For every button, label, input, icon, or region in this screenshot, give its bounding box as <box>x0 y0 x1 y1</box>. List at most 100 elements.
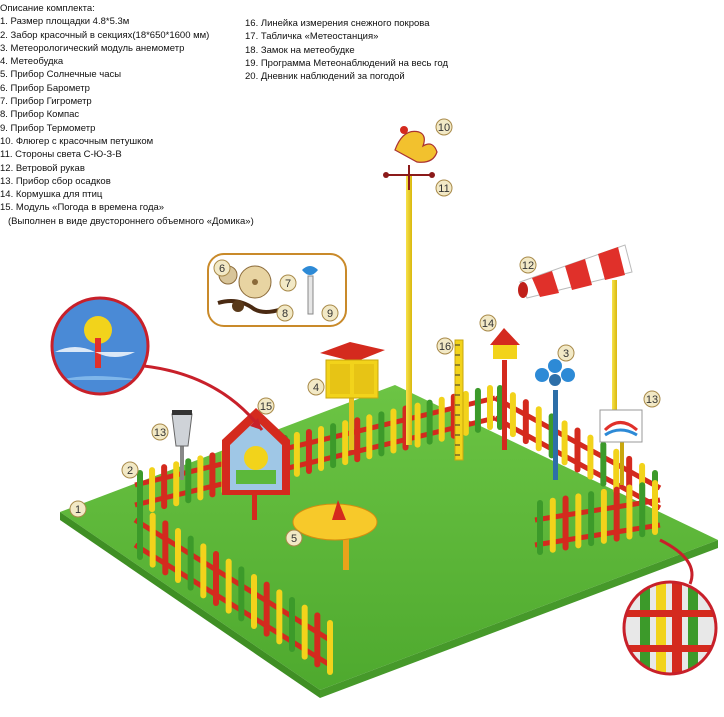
callout-number: 9 <box>327 308 333 320</box>
legend-item-note: (Выполнен в виде двустороннего объемного… <box>8 215 254 227</box>
fence-picket <box>173 461 180 507</box>
fence-picket <box>562 495 569 551</box>
callout-number: 3 <box>563 348 569 360</box>
fence-picket <box>626 484 633 540</box>
fence-picket <box>162 520 169 576</box>
callout-number: 7 <box>285 278 291 290</box>
legend-right: 16. Линейка измерения снежного покрова 1… <box>245 17 448 83</box>
fence-picket <box>289 597 295 652</box>
legend-item: 11. Стороны света С-Ю-З-В <box>0 149 122 161</box>
fence-picket <box>197 455 204 501</box>
fence-picket <box>314 612 321 668</box>
callout-number: 5 <box>291 533 297 545</box>
fence-picket <box>137 505 143 560</box>
legend-item: 17. Табличка «Метеостанция» <box>245 31 379 43</box>
fence-picket <box>574 427 581 473</box>
callout-badge <box>276 304 294 322</box>
callout-number: 1 <box>75 504 81 516</box>
callout-badge <box>279 274 297 292</box>
sundial <box>292 500 378 570</box>
meteo-booth <box>320 342 385 450</box>
fence-picket <box>390 408 397 454</box>
fence-picket <box>185 458 192 504</box>
callout-number: 15 <box>260 401 272 413</box>
fence-front-left <box>133 505 333 675</box>
zoom-detail-right <box>622 538 718 676</box>
fence-picket <box>639 482 646 538</box>
legend-item: 2. Забор красочный в секциях(18*650*1600… <box>0 29 210 41</box>
fence-picket <box>588 491 595 547</box>
fence-picket <box>438 396 445 442</box>
fence-picket <box>175 528 181 583</box>
callout-badge <box>435 179 453 197</box>
legend-item: 19. Программа Метеонаблюдений на весь го… <box>245 57 448 69</box>
fence-picket <box>330 423 337 469</box>
legend-item: 3. Метеорологический модуль анемометр <box>0 42 185 54</box>
legend-item: 8. Прибор Компас <box>0 109 80 121</box>
callout-number: 11 <box>438 183 449 195</box>
legend-item: 7. Прибор Гигрометр <box>0 96 92 108</box>
fence-picket <box>613 486 620 542</box>
legend-item: 15. Модуль «Погода в времена года» <box>0 202 165 214</box>
fence-picket <box>378 411 385 457</box>
fence-picket <box>187 535 194 591</box>
fence-picket <box>276 589 283 645</box>
snow-ruler <box>454 339 464 461</box>
fence-picket <box>575 493 582 549</box>
fence-picket <box>426 399 433 445</box>
fence-picket <box>301 604 308 660</box>
fence-picket <box>225 558 232 614</box>
legend-item: 18. Замок на метеобудке <box>245 44 355 56</box>
fence-picket <box>522 399 529 445</box>
fence-picket <box>561 420 568 466</box>
rooster-icon <box>394 130 438 163</box>
legend-item: 16. Линейка измерения снежного покрова <box>245 18 430 29</box>
fence-picket <box>209 452 216 498</box>
fence-picket <box>600 488 607 544</box>
legend-item: 5. Прибор Солнечные часы <box>0 69 122 81</box>
legend-item: 9. Прибор Термометр <box>0 122 96 134</box>
callout-badge <box>435 118 453 136</box>
fence-picket <box>652 480 658 535</box>
fence-picket <box>535 406 542 452</box>
windsock <box>518 244 633 440</box>
callout-number: 12 <box>522 260 534 272</box>
fence-picket <box>251 574 257 629</box>
meteo-station-sign <box>599 409 643 485</box>
callout-number: 13 <box>646 394 658 406</box>
callout-number: 8 <box>282 308 288 320</box>
fence-picket <box>497 385 503 430</box>
fence-picket <box>213 551 219 606</box>
callout-badge <box>519 256 537 274</box>
legend-item: 14. Кормушка для птиц <box>0 189 103 201</box>
fence-picket <box>549 497 556 553</box>
fence-front-right <box>534 480 661 555</box>
legend-item: 20. Дневник наблюдений за погодой <box>245 71 405 83</box>
legend-item: 4. Метеобудка <box>0 56 64 68</box>
fence-picket <box>238 566 245 622</box>
fence-picket <box>305 428 312 474</box>
weathervane <box>383 126 438 445</box>
callout-number: 16 <box>439 341 451 353</box>
fence-picket <box>587 434 594 480</box>
bird-feeder <box>490 328 520 450</box>
fence-picket <box>509 392 516 438</box>
legend-item: 13. Прибор сбор осадков <box>0 175 111 187</box>
fence-picket <box>366 414 373 460</box>
rain-gauge <box>171 410 193 480</box>
fence-picket <box>462 390 469 436</box>
callout-badge <box>213 259 231 277</box>
callout-number: 6 <box>219 263 225 275</box>
fence-picket <box>414 402 421 448</box>
callout-number: 10 <box>438 122 450 134</box>
fence-picket <box>263 581 270 637</box>
callout-number: 4 <box>313 382 319 394</box>
fence-picket <box>327 620 333 675</box>
thermometer-icon <box>302 266 318 275</box>
fence-picket <box>200 543 207 599</box>
callout-number: 13 <box>154 427 166 439</box>
callout-badge <box>557 344 575 362</box>
callout-badge <box>69 500 87 518</box>
callout-badge <box>436 337 454 355</box>
